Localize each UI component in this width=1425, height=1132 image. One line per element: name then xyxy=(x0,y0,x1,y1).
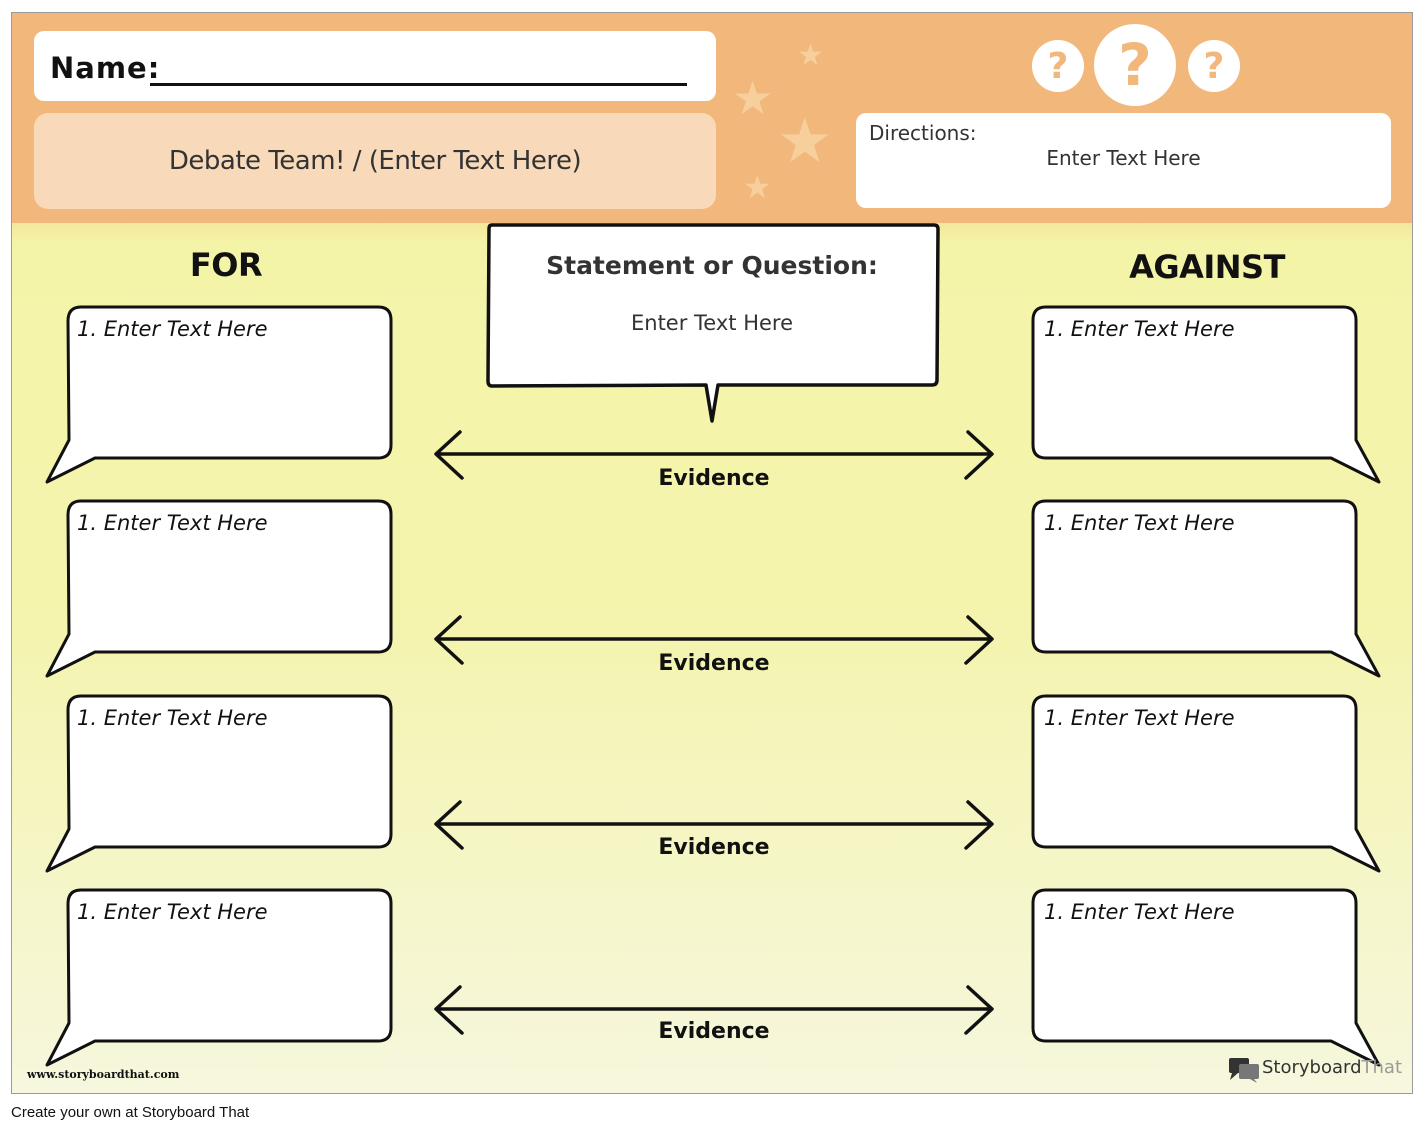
against-argument-text: 1. Enter Text Here xyxy=(1044,706,1235,730)
statement-bubble[interactable]: Statement or Question: Enter Text Here xyxy=(486,223,942,423)
name-field[interactable]: Name: xyxy=(34,31,716,101)
speech-bubble-outline xyxy=(1031,888,1381,1067)
question-mark-icon: ? xyxy=(1188,40,1240,92)
speech-bubble-outline xyxy=(45,305,393,484)
against-title: AGAINST xyxy=(1129,248,1285,286)
star-icon: ★ xyxy=(743,169,772,205)
for-argument-text: 1. Enter Text Here xyxy=(77,317,268,341)
worksheet-title: Debate Team! / (Enter Text Here) xyxy=(168,146,582,176)
against-argument-box[interactable]: 1. Enter Text Here xyxy=(1031,694,1381,874)
storyboardthat-url[interactable]: www.storyboardthat.com xyxy=(27,1068,180,1081)
question-mark-icon: ? xyxy=(1032,40,1084,92)
speech-bubble-outline xyxy=(45,694,393,873)
speech-bubble-outline xyxy=(45,499,393,678)
double-arrow-icon xyxy=(434,985,994,1035)
speech-bubble-outline xyxy=(45,888,393,1067)
for-argument-box[interactable]: 1. Enter Text Here xyxy=(45,694,395,874)
against-argument-box[interactable]: 1. Enter Text Here xyxy=(1031,888,1381,1068)
statement-title: Statement or Question: xyxy=(546,251,878,280)
speech-bubble-outline xyxy=(1031,694,1381,873)
star-icon: ★ xyxy=(732,72,774,124)
star-icon: ★ xyxy=(777,107,833,176)
evidence-label: Evidence xyxy=(658,835,770,860)
for-argument-box[interactable]: 1. Enter Text Here xyxy=(45,305,395,485)
against-argument-text: 1. Enter Text Here xyxy=(1044,511,1235,535)
logo-text-light: That xyxy=(1361,1057,1403,1078)
against-argument-box[interactable]: 1. Enter Text Here xyxy=(1031,499,1381,679)
name-underline xyxy=(150,83,687,86)
question-mark-icon: ? xyxy=(1094,24,1176,106)
against-argument-text: 1. Enter Text Here xyxy=(1044,900,1235,924)
title-box[interactable]: Debate Team! / (Enter Text Here) xyxy=(34,113,716,209)
against-argument-text: 1. Enter Text Here xyxy=(1044,317,1235,341)
speech-bubble-outline xyxy=(1031,499,1381,678)
double-arrow-icon xyxy=(434,430,994,480)
name-label: Name: xyxy=(50,51,161,85)
evidence-label: Evidence xyxy=(658,466,770,491)
directions-label: Directions: xyxy=(869,121,977,145)
for-argument-box[interactable]: 1. Enter Text Here xyxy=(45,499,395,679)
for-title: FOR xyxy=(189,246,263,284)
logo-text-dark: Storyboard xyxy=(1262,1057,1362,1078)
evidence-label: Evidence xyxy=(658,1019,770,1044)
worksheet: Name: Debate Team! / (Enter Text Here) ★… xyxy=(11,12,1413,1094)
directions-box[interactable]: Directions: Enter Text Here xyxy=(856,113,1391,208)
against-argument-box[interactable]: 1. Enter Text Here xyxy=(1031,305,1381,485)
footer-create-link[interactable]: Create your own at Storyboard That xyxy=(11,1104,250,1121)
for-argument-box[interactable]: 1. Enter Text Here xyxy=(45,888,395,1068)
for-argument-text: 1. Enter Text Here xyxy=(77,900,268,924)
for-argument-text: 1. Enter Text Here xyxy=(77,706,268,730)
double-arrow-icon xyxy=(434,615,994,665)
statement-bubble-outline xyxy=(486,223,940,423)
evidence-label: Evidence xyxy=(658,651,770,676)
directions-text: Enter Text Here xyxy=(1046,146,1201,170)
star-icon: ★ xyxy=(797,39,824,72)
statement-text: Enter Text Here xyxy=(631,311,793,335)
speech-bubble-outline xyxy=(1031,305,1381,484)
logo-text: StoryboardThat xyxy=(1262,1057,1402,1078)
speech-bubbles-icon xyxy=(1229,1058,1259,1083)
double-arrow-icon xyxy=(434,800,994,850)
for-argument-text: 1. Enter Text Here xyxy=(77,511,268,535)
